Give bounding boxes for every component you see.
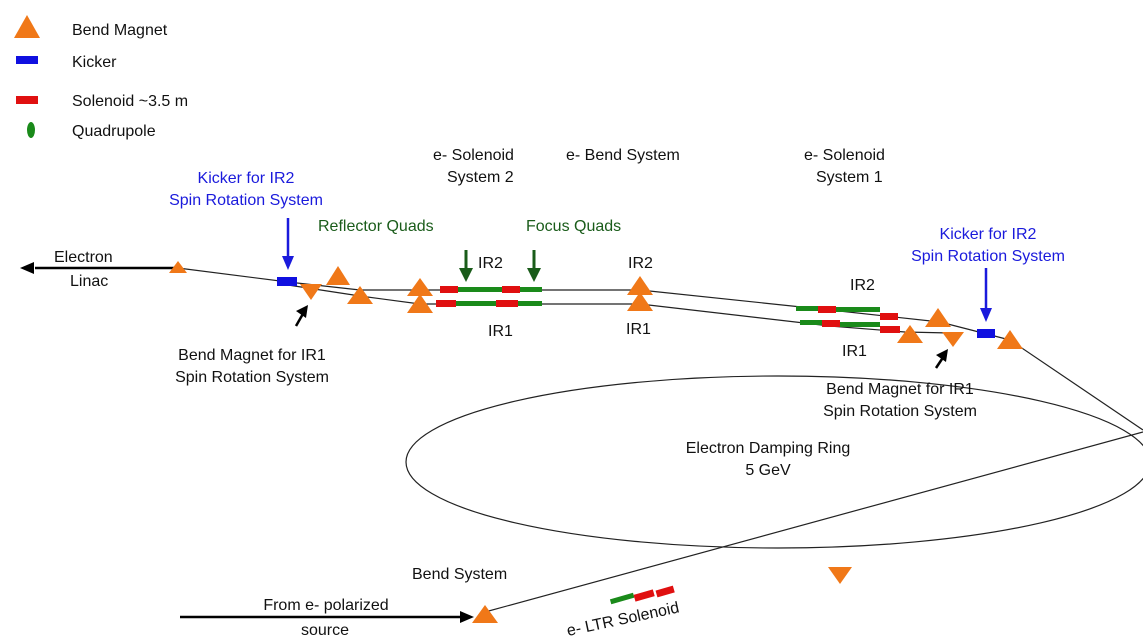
- ltr-line: [484, 431, 1143, 613]
- from-source-arrow-head: [460, 611, 474, 623]
- ir1-label-c: IR1: [842, 343, 867, 360]
- focus-quads-label: Focus Quads: [526, 218, 621, 235]
- legend-bend-magnet-icon: [14, 15, 40, 38]
- legend-bend-magnet-label: Bend Magnet: [72, 22, 168, 39]
- bend-system-top-label: e- Bend System: [566, 147, 680, 164]
- legend-kicker-icon: [16, 56, 38, 64]
- solenoid-system-2-label-line2: System 2: [447, 169, 514, 186]
- bend-magnet-ir1-right-label-line1: Bend Magnet for IR1: [826, 381, 974, 398]
- kicker-left: [277, 277, 297, 286]
- kicker-left-label-line2: Spin Rotation System: [169, 192, 323, 209]
- kicker-left-label-line1: Kicker for IR2: [198, 170, 295, 187]
- bend-magnet-ir1-left-label-line1: Bend Magnet for IR1: [178, 347, 326, 364]
- annotation-arrows: [282, 218, 992, 369]
- legend-solenoid-label: Solenoid ~3.5 m: [72, 93, 188, 110]
- kicker-right: [977, 329, 995, 338]
- reflector-quads-label: Reflector Quads: [318, 218, 434, 235]
- beamlines: [177, 267, 1143, 613]
- bend-magnets: [169, 261, 1023, 623]
- bend-system-bottom-label: Bend System: [412, 566, 507, 583]
- damping-ring-label-line1: Electron Damping Ring: [686, 440, 851, 457]
- legend-quadrupole-label: Quadrupole: [72, 123, 156, 140]
- from-source-label-line2: source: [301, 622, 349, 639]
- damping-ring-label-line2: 5 GeV: [745, 462, 791, 479]
- bend-magnet-ir1-left-label-line2: Spin Rotation System: [175, 369, 329, 386]
- kicker-right-label-line2: Spin Rotation System: [911, 248, 1065, 265]
- diagram-labels: e- Solenoid System 2 e- Bend System e- S…: [54, 147, 1065, 640]
- electron-linac-label-line1: Electron: [54, 249, 113, 266]
- ir1-label-b: IR1: [626, 321, 651, 338]
- solenoid-system-1-label-line1: e- Solenoid: [804, 147, 885, 164]
- ir2-label-a: IR2: [478, 255, 503, 272]
- electron-linac-arrow-head: [20, 262, 34, 274]
- ir2-label-b: IR2: [628, 255, 653, 272]
- from-source-label-line1: From e- polarized: [263, 597, 388, 614]
- legend: Bend Magnet Kicker Solenoid ~3.5 m Quadr…: [14, 15, 188, 140]
- solenoid-system-2-label-line1: e- Solenoid: [433, 147, 514, 164]
- solenoid-quad-groups: [436, 286, 900, 605]
- ir2-beamline: [177, 267, 1011, 341]
- solenoid-system-1-label-line2: System 1: [816, 169, 883, 186]
- main-arrows: [20, 262, 474, 623]
- legend-solenoid-icon: [16, 96, 38, 104]
- legend-quadrupole-icon: [27, 122, 35, 138]
- electron-linac-label-line2: Linac: [70, 273, 108, 290]
- electron-damping-ring: [405, 375, 1143, 549]
- ltr-solenoid-label: e- LTR Solenoid: [565, 599, 680, 639]
- ring-transfer-line: [1009, 339, 1143, 431]
- ir1-label-a: IR1: [488, 323, 513, 340]
- bend-magnet-ir1-right-label-line2: Spin Rotation System: [823, 403, 977, 420]
- kicker-right-label-line1: Kicker for IR2: [940, 226, 1037, 243]
- ir2-label-c: IR2: [850, 277, 875, 294]
- legend-kicker-label: Kicker: [72, 54, 117, 71]
